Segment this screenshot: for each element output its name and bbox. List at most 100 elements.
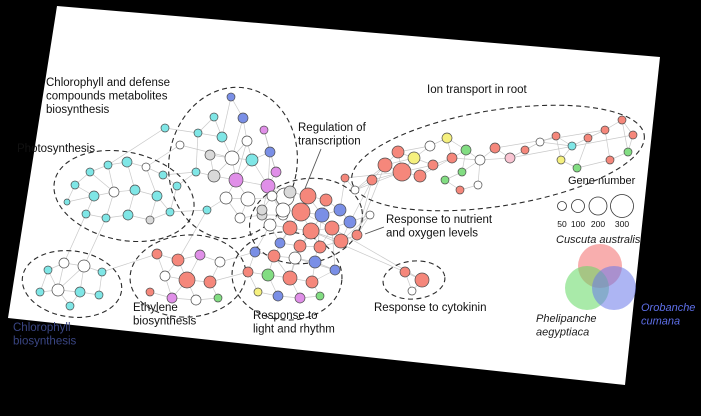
- network-node: [228, 172, 244, 188]
- network-node: [377, 157, 393, 173]
- network-edge: [63, 213, 87, 264]
- network-node: [237, 112, 249, 124]
- network-node: [165, 207, 175, 217]
- network-node: [103, 160, 113, 170]
- network-node: [617, 115, 627, 125]
- network-node: [241, 135, 253, 147]
- cluster-label-line: Chlorophyll: [13, 322, 71, 334]
- network-node: [171, 253, 185, 267]
- network-node: [70, 180, 80, 190]
- cluster-label-line: Regulation of: [298, 122, 367, 134]
- network-edge: [101, 253, 158, 273]
- network-node: [392, 162, 412, 182]
- cluster-label: Photosynthesis: [17, 143, 95, 155]
- network-node: [145, 215, 155, 225]
- network-node: [190, 294, 202, 306]
- cluster-label-line: Response to: [253, 310, 318, 322]
- network-edge: [164, 127, 199, 134]
- network-node: [159, 270, 171, 282]
- cluster-label-line: and oxygen levels: [386, 228, 478, 240]
- network-node: [101, 213, 111, 223]
- network-node: [263, 218, 277, 232]
- network-node: [35, 287, 45, 297]
- species-label-line: aegyptiaca: [536, 327, 589, 339]
- gene-count-label: 300: [615, 219, 629, 229]
- network-node: [129, 184, 141, 196]
- network-node: [216, 131, 228, 143]
- species-label-line: Cuscuta australis: [556, 234, 641, 246]
- network-node: [160, 123, 170, 133]
- gene-count-label: 200: [591, 219, 605, 229]
- cluster-label: Response to cytokinin: [374, 302, 487, 314]
- species-label-line: Phelipanche: [536, 313, 597, 325]
- venn-circle: [592, 266, 636, 310]
- panel-background: [8, 6, 660, 385]
- cluster-label-line: Response to nutrient: [386, 214, 493, 226]
- network-node: [256, 204, 268, 216]
- cluster-label-line: biosynthesis: [133, 316, 197, 328]
- network-node: [219, 191, 233, 205]
- network-node: [158, 170, 168, 180]
- network-node: [249, 246, 261, 258]
- network-node: [209, 112, 219, 122]
- network-node: [202, 205, 212, 215]
- network-edge: [621, 119, 629, 153]
- network-edge: [169, 185, 178, 213]
- network-node: [535, 137, 545, 147]
- network-node: [520, 145, 530, 155]
- gene-count-circle: [588, 196, 608, 216]
- network-node: [333, 233, 349, 249]
- network-node: [226, 92, 236, 102]
- network-node: [455, 185, 465, 195]
- network-node: [178, 271, 196, 289]
- network-node: [88, 190, 100, 202]
- network-node: [319, 193, 333, 207]
- species-label: Cuscuta australis: [556, 234, 641, 246]
- cluster-label: Ion transport in root: [427, 84, 528, 96]
- network-node: [81, 209, 91, 219]
- network-node: [489, 142, 501, 154]
- network-edge: [195, 132, 199, 173]
- network-edge: [356, 179, 373, 236]
- network-node: [94, 290, 104, 300]
- legend-title-line: Gene number: [568, 175, 636, 187]
- network-node: [151, 190, 163, 202]
- gene-count-label: 50: [557, 219, 567, 229]
- network-node: [213, 293, 223, 303]
- cluster-label-line: Response to cytokinin: [374, 302, 487, 314]
- species-label-line: cumana: [641, 316, 680, 328]
- network-node: [291, 202, 311, 222]
- network-node: [270, 166, 282, 178]
- gene-count-label-line: 50: [557, 219, 567, 229]
- network-node: [193, 128, 203, 138]
- network-node: [473, 180, 483, 190]
- cluster-label-line: Photosynthesis: [17, 143, 95, 155]
- network-node: [141, 162, 151, 172]
- cluster-ellipse: [168, 86, 298, 240]
- network-node: [324, 220, 340, 236]
- network-node: [282, 220, 298, 236]
- network-node: [315, 291, 325, 301]
- cluster-label: Response to light and rhythm: [253, 310, 335, 336]
- network-node: [504, 152, 516, 164]
- network-edge: [314, 214, 323, 263]
- network-node: [288, 251, 302, 265]
- network-node: [424, 140, 436, 152]
- cluster-label-line: light and rhythm: [253, 324, 335, 336]
- network-node: [272, 290, 284, 302]
- network-node: [51, 283, 65, 297]
- network-node: [365, 210, 375, 220]
- network-node: [151, 248, 163, 260]
- gene-count-label-line: 200: [591, 219, 605, 229]
- network-edge: [576, 159, 611, 169]
- network-node: [274, 237, 286, 249]
- network-node: [572, 163, 582, 173]
- network-node: [234, 212, 246, 224]
- network-node: [43, 265, 53, 275]
- gene-count-circle: [571, 199, 585, 213]
